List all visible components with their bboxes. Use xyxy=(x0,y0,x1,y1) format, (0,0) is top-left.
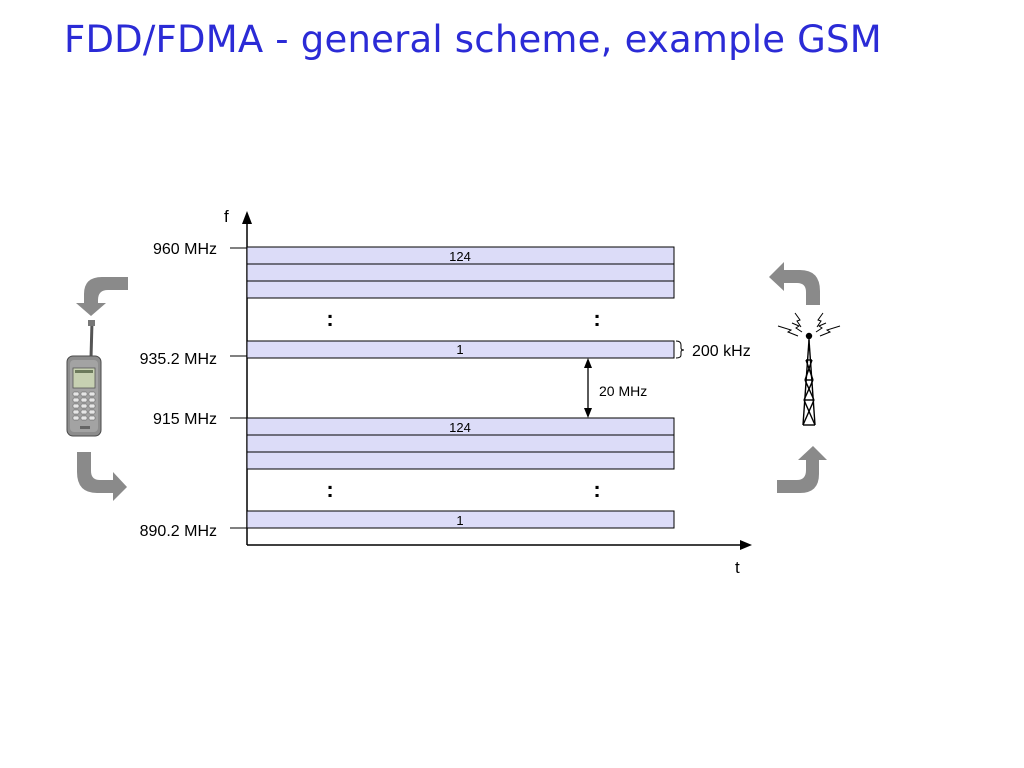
ellipsis-dots: : xyxy=(326,477,333,502)
downlink-channels xyxy=(246,246,675,359)
frequency-ticks xyxy=(230,247,247,529)
ellipsis-dots: : xyxy=(593,477,600,502)
channel-bandwidth-label: 200 kHz xyxy=(692,343,751,360)
bandwidth-bracket xyxy=(675,340,685,359)
f-axis-label: f xyxy=(224,207,229,226)
t-axis-label: t xyxy=(735,558,740,577)
freq-label-935: 935.2 MHz xyxy=(140,351,217,368)
channel-band xyxy=(246,263,675,282)
ellipsis-dots: : xyxy=(326,306,333,331)
channel-band xyxy=(246,280,675,299)
channel-band xyxy=(246,340,675,359)
curved-arrow-icon xyxy=(777,446,827,493)
base-station-tower-icon xyxy=(777,312,841,426)
channel-label-downlink-124: 124 xyxy=(449,249,471,264)
freq-label-915: 915 MHz xyxy=(153,411,217,428)
curved-arrow-icon xyxy=(77,452,127,501)
ellipsis-dots: : xyxy=(593,306,600,331)
channel-label-downlink-1: 1 xyxy=(456,342,463,357)
channel-label-uplink-1: 1 xyxy=(456,513,463,528)
freq-label-960: 960 MHz xyxy=(153,241,217,258)
freq-label-890: 890.2 MHz xyxy=(140,523,217,540)
duplex-spacing-label: 20 MHz xyxy=(599,383,647,399)
curved-arrow-icon xyxy=(76,277,128,316)
slide-title: FDD/FDMA - general scheme, example GSM xyxy=(64,18,882,61)
duplex-spacing-arrow xyxy=(584,358,592,418)
curved-arrow-icon xyxy=(769,262,820,305)
channel-band xyxy=(246,510,675,529)
time-axis xyxy=(247,540,752,550)
channel-label-uplink-124: 124 xyxy=(449,420,471,435)
channel-band xyxy=(246,434,675,453)
mobile-phone-icon xyxy=(66,320,102,437)
channel-band xyxy=(246,451,675,470)
uplink-channels xyxy=(246,417,675,529)
